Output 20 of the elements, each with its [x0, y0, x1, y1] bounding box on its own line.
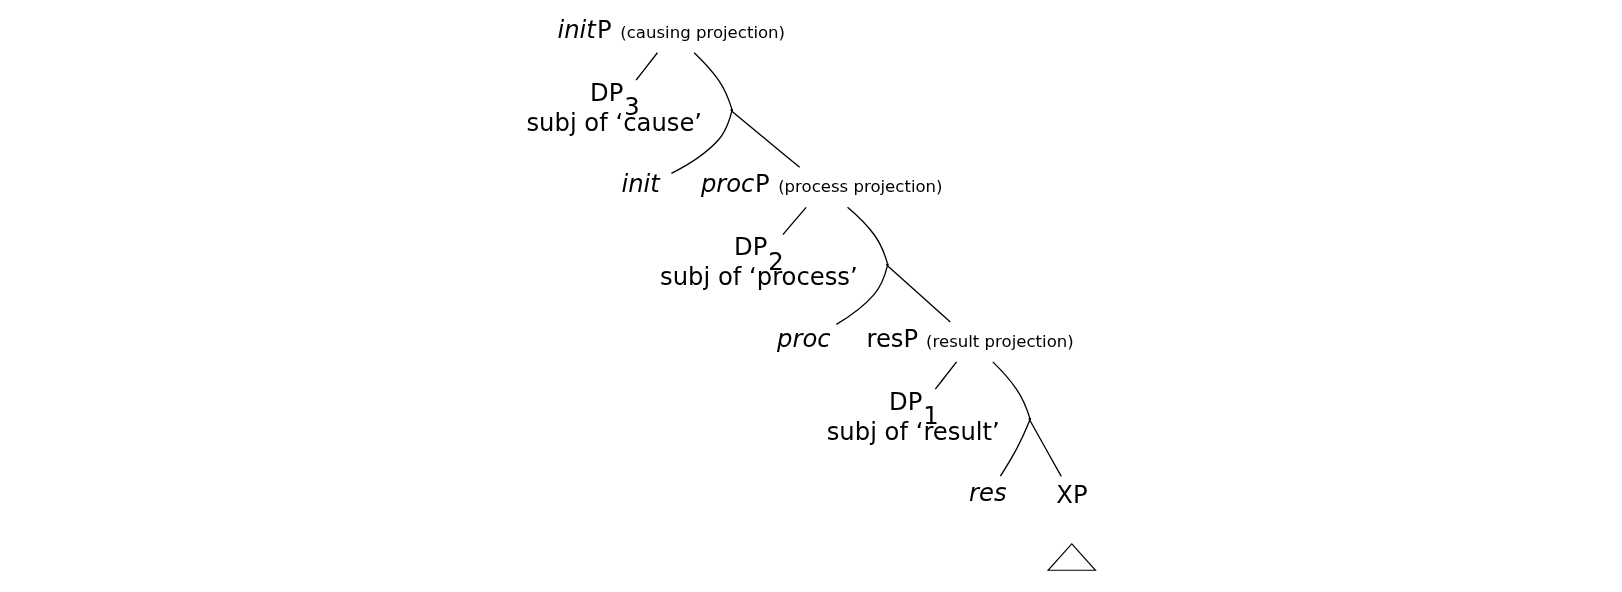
node-text: initP — [557, 14, 612, 44]
connector — [835, 265, 889, 326]
node-label: (process projection) — [778, 177, 943, 197]
node-text: res — [969, 478, 1007, 508]
node-triangle — [1046, 543, 1097, 571]
node-text: resP — [866, 323, 919, 353]
connector — [782, 206, 807, 236]
connector — [934, 361, 958, 390]
node-text: proc — [777, 323, 831, 353]
connector — [886, 265, 951, 323]
node-point — [730, 108, 734, 112]
connector — [846, 206, 889, 265]
node-label: (result projection) — [926, 331, 1074, 351]
node-point — [886, 263, 889, 266]
node-point — [1028, 417, 1032, 421]
connector — [635, 52, 659, 81]
node-text: procP — [700, 169, 770, 199]
node-text: XP — [1056, 479, 1088, 509]
node-label: (causing projection) — [620, 22, 786, 42]
node-text: init — [621, 169, 660, 199]
